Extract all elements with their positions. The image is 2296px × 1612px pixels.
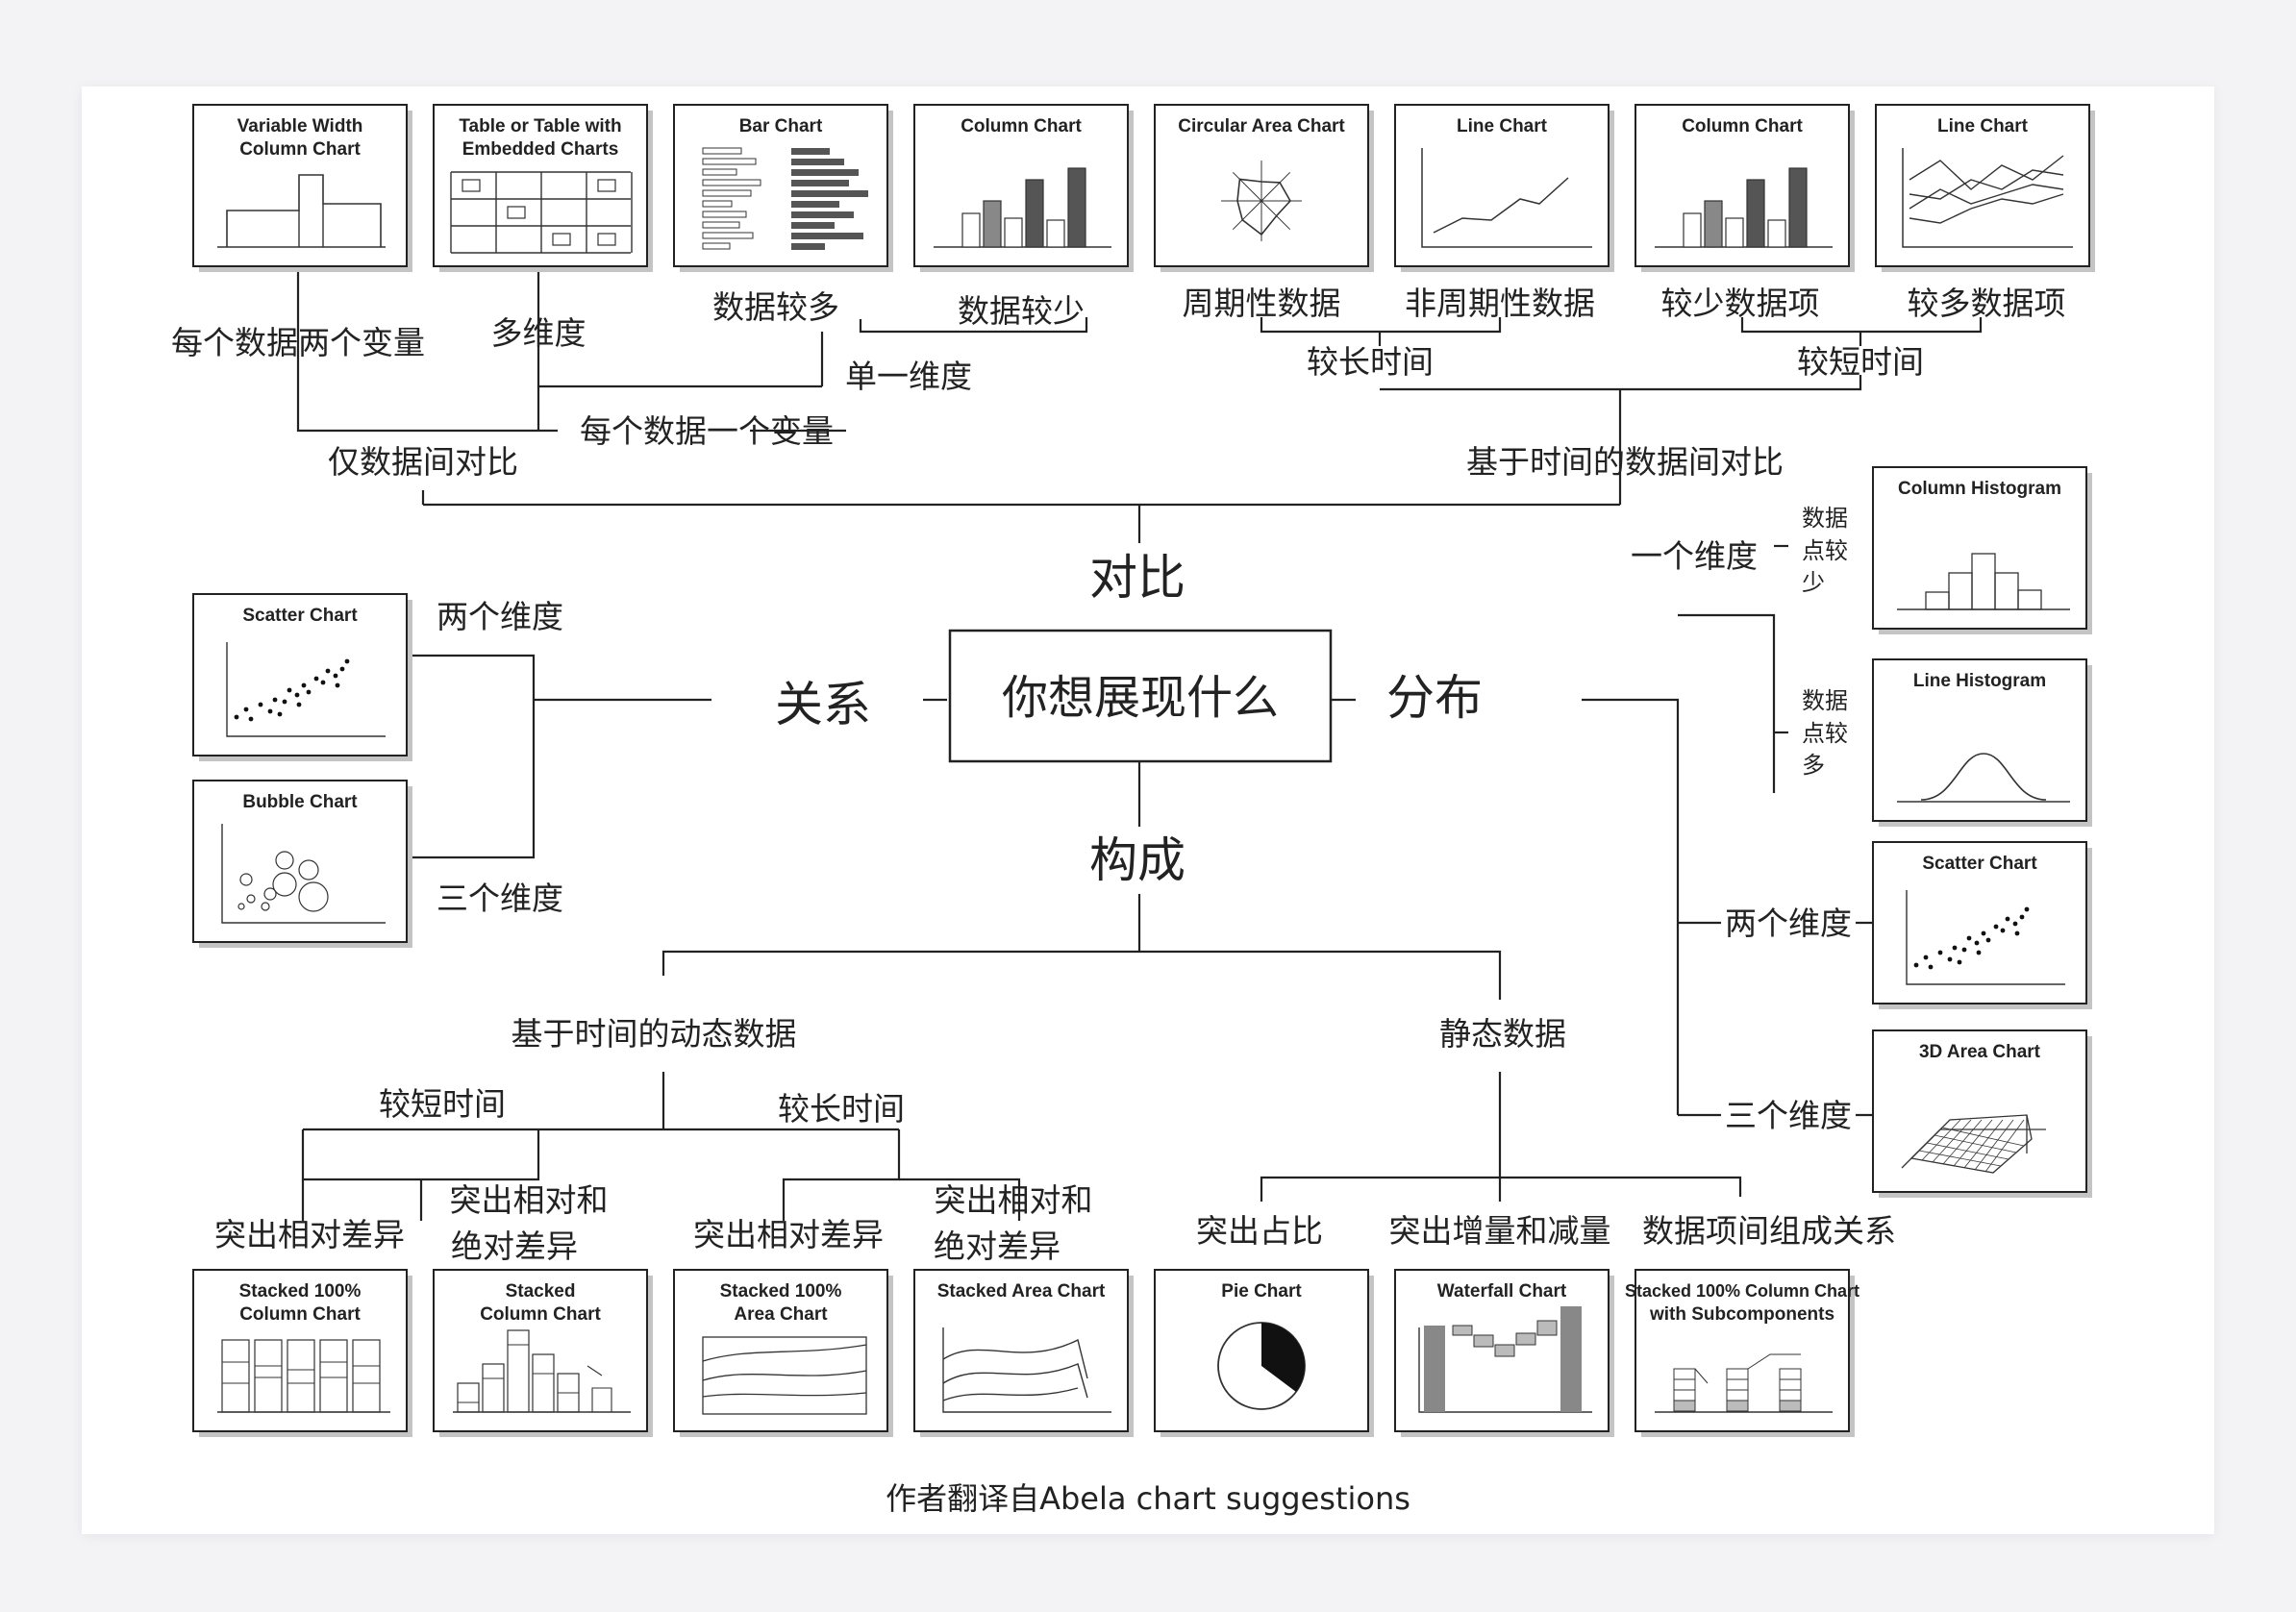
label-one-var-each: 每个数据一个变量 bbox=[580, 412, 834, 450]
label-rel-diff-1: 突出相对差异 bbox=[214, 1216, 405, 1253]
thumbnail-title: Stacked 100% Column Chart bbox=[1625, 1281, 1859, 1301]
thumbnail-col-hist: Column Histogram bbox=[1872, 466, 2092, 634]
label-over-time: 基于时间的数据间对比 bbox=[1466, 443, 1784, 481]
thumbnail-line-noncyclic: Line Chart bbox=[1394, 104, 1614, 272]
thumbnail-bar: Bar Chart bbox=[673, 104, 893, 272]
label-rel-abs-1b: 绝对差异 bbox=[451, 1228, 578, 1265]
thumbnail-area3d: 3D Area Chart bbox=[1872, 1029, 2092, 1198]
branch-compare: 对比 bbox=[1089, 550, 1185, 606]
thumbnail-title: Scatter Chart bbox=[1922, 854, 2037, 874]
label-many-points-3: 多 bbox=[1802, 752, 1825, 779]
caption: 作者翻译自Abela chart suggestions bbox=[886, 1480, 1410, 1517]
thumbnail-title: Table or Table with bbox=[459, 116, 621, 136]
thumbnail-title: Stacked 100% bbox=[720, 1281, 842, 1302]
label-few-points-3: 少 bbox=[1802, 569, 1825, 596]
thumbnail-stacked-area: Stacked Area Chart bbox=[913, 1269, 1134, 1437]
label-noncyclic: 非周期性数据 bbox=[1405, 285, 1595, 322]
label-rel-abs-2a: 突出相对和 bbox=[935, 1181, 1093, 1219]
branch-relation: 关系 bbox=[775, 677, 871, 732]
thumbnail-title: Bar Chart bbox=[739, 116, 823, 136]
thumbnail-stacked100-sub: Stacked 100% Column Chart with Subcompone… bbox=[1625, 1269, 1859, 1437]
thumbnail-column-few: Column Chart bbox=[913, 104, 1134, 272]
thumbnail-title: Bubble Chart bbox=[242, 792, 358, 812]
label-short-period: 较短时间 bbox=[1797, 343, 1924, 381]
label-accum: 突出增量和减量 bbox=[1389, 1212, 1611, 1250]
thumbnail-title: Area Chart bbox=[734, 1304, 828, 1325]
branch-distribution: 分布 bbox=[1386, 670, 1483, 726]
label-many-points-2: 点较 bbox=[1802, 720, 1848, 747]
label-between-items: 仅数据间对比 bbox=[328, 443, 518, 481]
thumbnail-title: Column Chart bbox=[1682, 116, 1803, 136]
label-few-points-1: 数据 bbox=[1802, 505, 1848, 532]
center-box bbox=[948, 629, 1333, 763]
label-rel-abs-2b: 绝对差异 bbox=[934, 1228, 1061, 1265]
label-dist-three-vars: 三个维度 bbox=[1725, 1097, 1852, 1134]
thumbnail-line-hist: Line Histogram bbox=[1872, 658, 2092, 827]
thumbnail-title: Embedded Charts bbox=[462, 139, 619, 160]
thumbnail-title: Stacked bbox=[506, 1281, 576, 1302]
label-few-categories: 较少数据项 bbox=[1661, 285, 1820, 322]
label-two-vars: 两个维度 bbox=[437, 598, 563, 635]
thumbnail-waterfall: Waterfall Chart bbox=[1394, 1269, 1614, 1437]
label-many-points-1: 数据 bbox=[1802, 687, 1848, 714]
thumbnail-title: Waterfall Chart bbox=[1437, 1281, 1567, 1302]
thumbnail-title: Circular Area Chart bbox=[1178, 116, 1345, 136]
branch-composition: 构成 bbox=[1089, 832, 1185, 888]
thumbnail-title: Column Chart bbox=[961, 116, 1082, 136]
thumbnail-title: Scatter Chart bbox=[242, 606, 358, 626]
connector-lines bbox=[296, 267, 1983, 1221]
label-changing-over-time: 基于时间的动态数据 bbox=[512, 1015, 797, 1053]
thumbnail-title: Stacked 100% bbox=[239, 1281, 362, 1302]
label-few-points-2: 点较 bbox=[1802, 537, 1848, 564]
label-two-vars-each: 每个数据两个变量 bbox=[171, 324, 425, 361]
thumbnail-title: Stacked Area Chart bbox=[937, 1281, 1106, 1302]
thumbnail-circular-area: Circular Area Chart bbox=[1154, 104, 1374, 272]
label-many-categories: 较多数据项 bbox=[1908, 285, 2066, 322]
label-few-items: 数据较少 bbox=[958, 292, 1085, 330]
label-components: 数据项间组成关系 bbox=[1642, 1212, 1896, 1250]
label-three-vars: 三个维度 bbox=[437, 880, 563, 917]
thumbnail-pie: Pie Chart bbox=[1154, 1269, 1374, 1437]
label-comp-long: 较长时间 bbox=[778, 1090, 905, 1128]
thumbnail-title: Line Chart bbox=[1457, 116, 1548, 136]
label-single-var: 一个维度 bbox=[1631, 537, 1758, 575]
thumbnail-title: Variable Width bbox=[237, 116, 363, 136]
label-cyclic: 周期性数据 bbox=[1183, 285, 1341, 322]
label-single-dim: 单一维度 bbox=[845, 358, 972, 395]
thumbnail-scatter-dist: Scatter Chart bbox=[1872, 841, 2092, 1009]
thumbnail-title: Column Chart bbox=[480, 1304, 601, 1325]
thumbnail-title: Column Chart bbox=[239, 1304, 361, 1325]
thumbnail-stacked100-area: Stacked 100%Area Chart bbox=[673, 1269, 893, 1437]
thumbnail-line-many: Line Chart bbox=[1875, 104, 2095, 272]
thumbnail-title: Column Chart bbox=[239, 139, 361, 160]
label-many-items: 数据较多 bbox=[712, 288, 839, 326]
thumbnail-scatter-rel: Scatter Chart bbox=[192, 593, 412, 761]
label-dist-two-vars: 两个维度 bbox=[1725, 905, 1852, 942]
thumbnail-title: 3D Area Chart bbox=[1919, 1042, 2041, 1062]
label-rel-abs-1a: 突出相对和 bbox=[450, 1181, 609, 1219]
label-comp-short: 较短时间 bbox=[379, 1085, 506, 1123]
thumbnail-title: Column Histogram bbox=[1898, 479, 2061, 499]
thumbnail-title: Line Histogram bbox=[1913, 671, 2046, 691]
thumbnail-stacked100-col: Stacked 100%Column Chart bbox=[192, 1269, 412, 1437]
label-static: 静态数据 bbox=[1439, 1015, 1566, 1053]
thumbnail-column-time: Column Chart bbox=[1635, 104, 1855, 272]
label-rel-diff-2: 突出相对差异 bbox=[693, 1216, 884, 1253]
label-long-period: 较长时间 bbox=[1307, 343, 1434, 381]
label-multi-dim: 多维度 bbox=[491, 314, 586, 352]
thumbnail-bubble: Bubble Chart bbox=[192, 780, 412, 948]
label-share-total: 突出占比 bbox=[1196, 1212, 1323, 1250]
thumbnail-title: Line Chart bbox=[1937, 116, 2029, 136]
thumbnail-title: with Subcomponents bbox=[1649, 1304, 1834, 1325]
thumbnail-title: Pie Chart bbox=[1221, 1281, 1302, 1302]
center-label: 你想展现什么 bbox=[1002, 671, 1279, 725]
